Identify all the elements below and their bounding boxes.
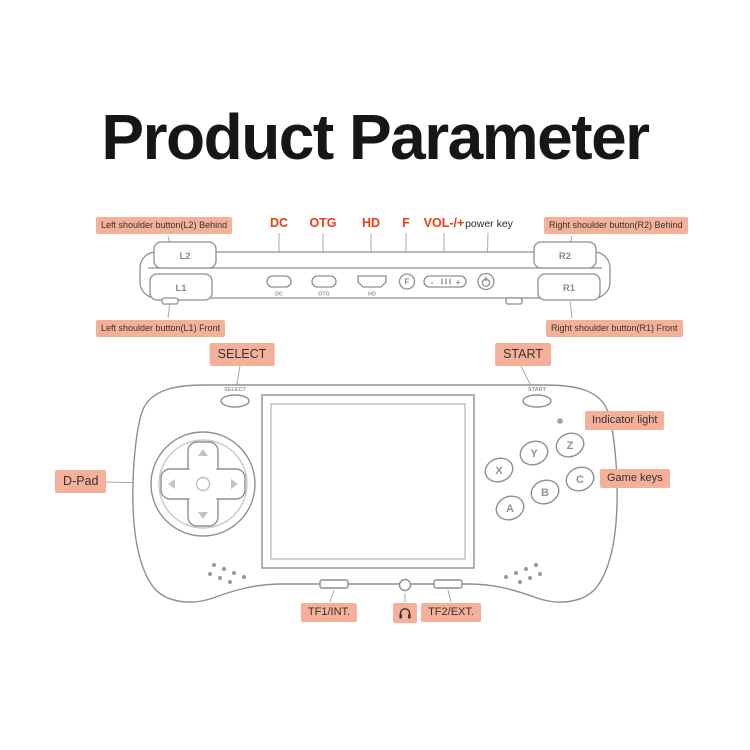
l1-label: L1 xyxy=(175,283,187,294)
top-view xyxy=(139,241,611,305)
callout-select: SELECT xyxy=(209,343,275,366)
foot-left xyxy=(161,297,179,305)
select-button xyxy=(220,394,250,408)
callout-r1-front: Right shoulder button(R1) Front xyxy=(546,320,683,337)
dc-port xyxy=(266,275,292,288)
tf1-slot xyxy=(319,579,349,589)
callout-game-keys: Game keys xyxy=(600,469,670,488)
l2-label: L2 xyxy=(179,251,190,262)
button-y xyxy=(519,440,549,466)
page-title: Product Parameter xyxy=(101,101,650,173)
r2-button xyxy=(533,241,597,269)
screen-display xyxy=(270,403,466,560)
callout-otg: OTG xyxy=(309,216,337,230)
speaker-left-holes xyxy=(207,562,247,585)
callout-r2-behind: Right shoulder button(R2) Behind xyxy=(544,217,688,234)
r1-button xyxy=(537,273,601,301)
hd-port-print: HD xyxy=(368,292,376,298)
callout-indicator-light: Indicator light xyxy=(585,411,665,430)
f-button-print: F xyxy=(405,278,410,287)
power-icon xyxy=(481,276,491,288)
callout-vol: VOL-/+ xyxy=(423,216,465,230)
otg-port-print: OTG xyxy=(318,292,330,298)
start-button xyxy=(522,394,552,408)
button-x xyxy=(484,457,514,483)
volume-rocker xyxy=(423,275,467,288)
foot-right xyxy=(505,297,523,305)
vol-plus-print: + xyxy=(456,278,461,287)
button-a xyxy=(495,495,525,521)
button-z xyxy=(555,432,585,458)
callout-power-key: power key xyxy=(465,218,513,230)
callout-d-pad: D-Pad xyxy=(55,470,107,493)
l1-button xyxy=(149,273,213,301)
button-b xyxy=(530,479,560,505)
button-c-label: C xyxy=(576,474,584,486)
r2-label: R2 xyxy=(559,251,571,262)
button-a-label: A xyxy=(506,503,514,515)
otg-port xyxy=(311,275,337,288)
callout-headphone-jack xyxy=(393,603,417,623)
hdmi-port xyxy=(357,275,387,288)
dpad-arrows xyxy=(168,449,238,519)
front-view-text: SELECT START X Y Z A B C xyxy=(224,387,584,515)
r1-label: R1 xyxy=(563,283,576,294)
button-y-label: Y xyxy=(530,448,538,460)
dc-port-print: DC xyxy=(275,292,283,298)
front-view xyxy=(132,384,618,603)
headphone-jack-hole xyxy=(398,578,412,592)
button-c xyxy=(565,466,595,492)
indicator-light-dot xyxy=(557,418,563,424)
top-view-text: L2 R2 L1 R1 DC OTG HD F - + xyxy=(175,251,575,298)
button-b-label: B xyxy=(541,487,549,499)
start-print: START xyxy=(528,387,547,393)
tf2-slot xyxy=(433,579,463,589)
button-x-label: X xyxy=(495,465,503,477)
power-button xyxy=(477,272,495,291)
volume-grip-lines xyxy=(441,278,451,285)
game-buttons xyxy=(484,432,595,521)
callout-hd: HD xyxy=(361,216,381,230)
callout-dc: DC xyxy=(269,216,289,230)
callout-start: START xyxy=(495,343,551,366)
dpad-center xyxy=(195,476,211,492)
l2-button xyxy=(153,241,217,269)
headphone-icon xyxy=(399,608,411,619)
f-button xyxy=(398,273,416,290)
callout-tf1: TF1/INT. xyxy=(300,603,358,622)
callout-l2-behind: Left shoulder button(L2) Behind xyxy=(96,217,233,234)
select-print: SELECT xyxy=(224,387,246,393)
button-z-label: Z xyxy=(567,440,574,452)
speaker-right-holes xyxy=(503,562,543,585)
callout-l1-front: Left shoulder button(L1) Front xyxy=(96,320,226,337)
vol-minus-print: - xyxy=(431,278,434,287)
callout-f: F xyxy=(402,216,410,230)
callout-tf2: TF2/EXT. xyxy=(421,603,481,622)
